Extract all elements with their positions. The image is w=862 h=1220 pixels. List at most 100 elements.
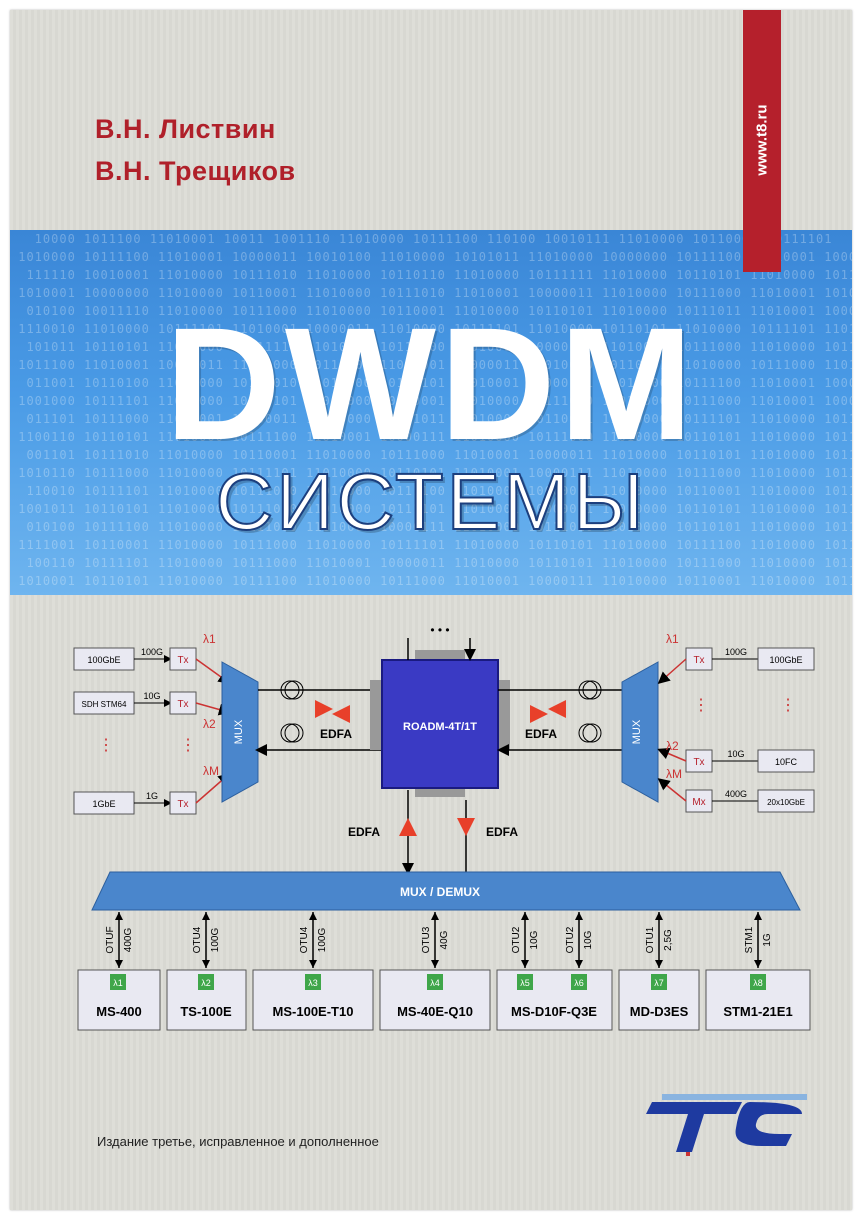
arrow-up-icon (309, 912, 317, 920)
module-label: TS-100E (180, 1004, 232, 1019)
left-mux: MUX (221, 661, 259, 803)
title-systems: СИСТЕМЫ (214, 456, 647, 547)
lambda-label: λ1 (666, 632, 679, 646)
client-label: 100GbE (87, 655, 120, 665)
rate-label: 400G (725, 789, 747, 799)
module-6: λ7 MD-D3ES (618, 969, 700, 1031)
lambda-chip: λ6 (574, 978, 584, 988)
network-diagram: 100GbE 100G Tx λ1 SDH STM64 10G Tx λ2 ⋮ … (73, 623, 815, 1031)
arrow-down-icon (202, 960, 210, 968)
edfa-amplifier-icon (530, 705, 548, 723)
arrow-up-icon (521, 912, 529, 920)
edfa-label: EDFA (320, 727, 352, 741)
edfa-label: EDFA (525, 727, 557, 741)
arrow-up-icon (655, 912, 663, 920)
mux-label: MUX (233, 719, 245, 744)
vertical-dots: ⋮ (180, 737, 196, 754)
rate-label: 10G (529, 930, 540, 949)
arrow-up-icon (202, 912, 210, 920)
left-client-3: 1GbE 1G Tx λM (73, 764, 231, 815)
mux-demux-bus (91, 871, 801, 911)
vertical-dots: ⋮ (693, 697, 709, 714)
module-label: MS-D10F-Q3E (511, 1004, 597, 1019)
rate-label: 1G (762, 933, 773, 947)
tx-label: Tx (177, 699, 188, 710)
otu-label: OTU2 (565, 926, 576, 953)
author-1: В.Н. Листвин (95, 114, 276, 144)
roadm-port (498, 680, 510, 750)
lambda-label: λM (666, 767, 682, 781)
publisher-logo (646, 1094, 807, 1156)
arrow-down-icon (431, 960, 439, 968)
client-label: 20x10GbE (767, 798, 805, 807)
roadm-box (381, 659, 499, 789)
otu-label: OTU1 (645, 926, 656, 953)
module-5: λ5 λ6 MS-D10F-Q3E (496, 969, 613, 1031)
module-1: λ1 MS-400 (77, 969, 161, 1031)
tx-label: Tx (177, 655, 188, 666)
edfa-amplifier-icon (332, 705, 350, 723)
roadm-label: ROADM-4T/1T (403, 721, 477, 733)
rate-label: 400G (123, 928, 134, 953)
otu-label: OTU4 (299, 926, 310, 953)
left-client-2: SDH STM64 10G Tx λ2 (73, 691, 231, 731)
module-label: MS-400 (96, 1004, 142, 1019)
client-label: 1GbE (92, 799, 115, 809)
arrow-up-icon (431, 912, 439, 920)
lambda-label: λ2 (203, 717, 216, 731)
red-tab (743, 10, 781, 272)
rate-label: 2,5G (663, 929, 674, 951)
arrow-up-icon (115, 912, 123, 920)
fiber-coil-icon (280, 680, 300, 700)
module-2: λ2 TS-100E (166, 969, 247, 1031)
module-7: λ8 STM1-21E1 (705, 969, 811, 1031)
arrow-down-icon (655, 960, 663, 968)
lambda-chip: λ7 (654, 978, 664, 988)
edfa-label: EDFA (486, 825, 518, 839)
arrow-up-icon (575, 912, 583, 920)
otu-label: OTU3 (421, 926, 432, 953)
rate-label: 100G (141, 647, 163, 657)
mux-label: MUX (631, 719, 643, 744)
lambda-label: λ2 (666, 739, 679, 753)
lambda-chip: λ5 (520, 978, 530, 988)
arrow-down-icon (575, 960, 583, 968)
lambda-chip: λ2 (201, 978, 211, 988)
rate-label: 10G (727, 749, 744, 759)
arrow-down-icon (309, 960, 317, 968)
otu-label: STM1 (744, 926, 755, 953)
rate-label: 10G (143, 691, 160, 701)
arrow-up-icon (754, 912, 762, 920)
lambda-chip: λ3 (308, 978, 318, 988)
bus-label: MUX / DEMUX (400, 885, 480, 899)
lambda-chip: λ4 (430, 978, 440, 988)
tx-label: Tx (693, 757, 704, 768)
tx-label: Mx (692, 797, 705, 808)
module-label: STM1-21E1 (723, 1004, 792, 1019)
fiber-coil-icon (280, 723, 300, 743)
edfa-amplifier-icon (457, 818, 475, 836)
module-4: λ4 MS-40E-Q10 (379, 969, 491, 1031)
rate-label: 40G (439, 930, 450, 949)
client-label: 100GbE (769, 655, 802, 665)
lambda-label: λ1 (203, 632, 216, 646)
top-dots: • • • (430, 623, 449, 637)
tx-label: Tx (693, 655, 704, 666)
edfa-amplifier-icon (315, 700, 333, 718)
otu-label: OTUF (105, 926, 116, 953)
edfa-label: EDFA (348, 825, 380, 839)
module-3: λ3 MS-100E-T10 (252, 969, 374, 1031)
module-label: MS-40E-Q10 (397, 1004, 473, 1019)
rate-label: 100G (317, 928, 328, 953)
lambda-chip: λ8 (753, 978, 763, 988)
book-cover: В.Н. Листвин В.Н. Трещиков 10000 1011100… (10, 10, 852, 1210)
lambda-label: λM (203, 764, 219, 778)
edfa-amplifier-icon (399, 818, 417, 836)
author-2: В.Н. Трещиков (95, 156, 296, 186)
rate-label: 10G (583, 930, 594, 949)
right-client-1: Tx 100G 100GbE λ1 (657, 632, 815, 684)
left-client-1: 100GbE 100G Tx λ1 (73, 632, 231, 684)
arrow-down-icon (521, 960, 529, 968)
tx-label: Tx (177, 799, 188, 810)
module-label: MS-100E-T10 (273, 1004, 354, 1019)
